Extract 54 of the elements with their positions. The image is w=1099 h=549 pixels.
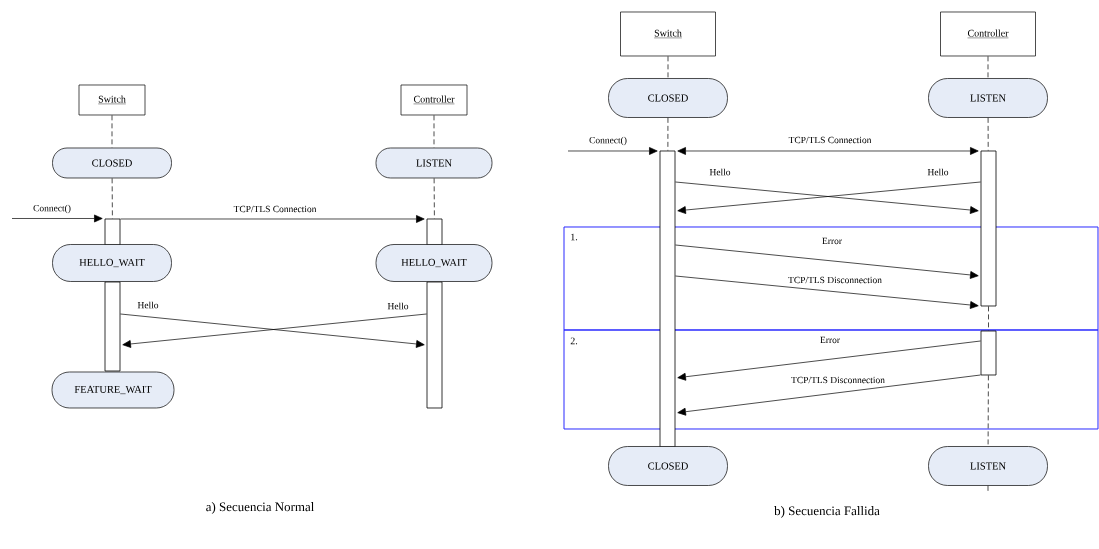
participant-box: Switch bbox=[78, 84, 146, 116]
state-box: FEATURE_WAIT bbox=[51, 371, 175, 409]
lifeline bbox=[111, 178, 113, 219]
message-label: Connect() bbox=[588, 135, 628, 147]
activation-bar bbox=[426, 218, 443, 246]
message-label: Error bbox=[819, 335, 841, 345]
participant-box: Controller bbox=[400, 84, 468, 116]
activation-bar bbox=[426, 281, 443, 409]
fragment-number: 2. bbox=[570, 337, 578, 345]
lifeline bbox=[987, 375, 989, 447]
message-arrow bbox=[677, 147, 979, 155]
message-label: Hello bbox=[386, 301, 410, 311]
message-arrow bbox=[11, 214, 103, 223]
message-arrow bbox=[120, 215, 425, 223]
lifeline bbox=[987, 117, 989, 151]
lifeline bbox=[433, 178, 435, 219]
message-arrow bbox=[675, 275, 979, 309]
state-box: LISTEN bbox=[375, 147, 493, 179]
state-box: CLOSED bbox=[608, 446, 728, 486]
activation-bar bbox=[659, 150, 676, 448]
message-label: TCP/TLS Connection bbox=[232, 204, 318, 214]
state-box: LISTEN bbox=[928, 78, 1048, 118]
state-box: CLOSED bbox=[608, 78, 728, 118]
message-label: TCP/TLS Disconnection bbox=[790, 375, 886, 385]
lifeline bbox=[111, 115, 113, 148]
message-label: TCP/TLS Connection bbox=[787, 135, 873, 145]
message-label: Error bbox=[821, 236, 843, 246]
message-label: Hello bbox=[136, 300, 160, 310]
message-arrow bbox=[567, 147, 658, 155]
caption: a) Secuencia Normal bbox=[206, 502, 315, 514]
lifeline bbox=[667, 117, 669, 151]
participant-box: Switch bbox=[620, 11, 716, 57]
activation-bar bbox=[980, 150, 997, 307]
state-box: HELLO_WAIT bbox=[52, 244, 172, 282]
state-box: HELLO_WAIT bbox=[375, 244, 493, 282]
message-label: Hello bbox=[926, 167, 950, 177]
caption: b) Secuencia Fallida bbox=[774, 506, 880, 518]
lifeline bbox=[987, 56, 989, 79]
participant-box: Controller bbox=[940, 11, 1036, 57]
state-box: CLOSED bbox=[52, 147, 172, 179]
message-label: Hello bbox=[708, 167, 732, 177]
message-arrow bbox=[677, 374, 981, 416]
activation-bar bbox=[104, 281, 121, 372]
lifeline bbox=[988, 306, 989, 331]
message-label: TCP/TLS Disconnection bbox=[787, 275, 883, 285]
state-box: LISTEN bbox=[928, 446, 1048, 486]
message-arrow bbox=[675, 244, 979, 279]
message-arrow bbox=[677, 340, 981, 381]
lifeline bbox=[433, 115, 435, 148]
lifeline bbox=[667, 56, 669, 79]
activation-bar bbox=[980, 330, 997, 376]
message-label: Connect() bbox=[32, 203, 72, 215]
fragment-number: 1. bbox=[571, 233, 578, 241]
activation-bar bbox=[104, 218, 121, 246]
